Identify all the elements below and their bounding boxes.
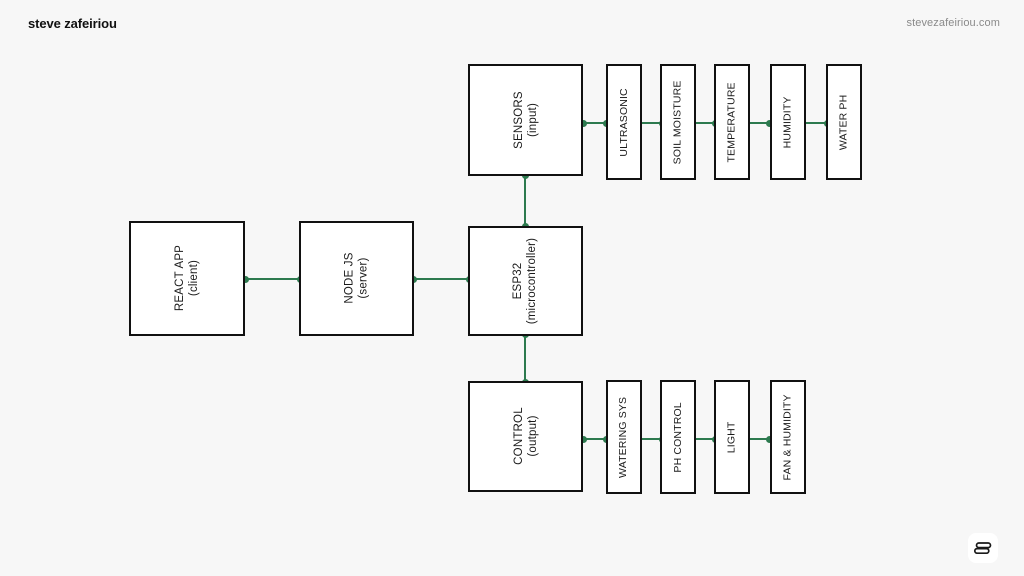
connector-dot (580, 435, 587, 443)
connector-dot (580, 119, 587, 127)
node-label: TEMPERATURE (725, 81, 738, 163)
header-bar: steve zafeiriou stevezafeiriou.com (0, 0, 1024, 48)
connector-sensors-chain (641, 122, 663, 124)
node-label: WATER PH (837, 94, 850, 150)
connector-dot (766, 119, 773, 127)
node-label: CONTROL (output) (511, 408, 539, 466)
node-title: SENSORS (512, 91, 525, 149)
node-label: NODE JS (server) (342, 253, 370, 304)
node-esp32[interactable]: ESP32 (microcontroller) (468, 226, 583, 336)
node-control[interactable]: CONTROL (output) (468, 381, 583, 492)
node-subtitle: (output) (526, 415, 539, 458)
node-sensors[interactable]: SENSORS (input) (468, 64, 583, 176)
node-sensor-water-ph[interactable]: WATER PH (826, 64, 862, 180)
connector-esp32-to-sensors (524, 175, 526, 228)
node-subtitle: (microcontroller) (526, 237, 539, 325)
stacked-bars-logo-icon (973, 542, 992, 555)
node-control-fan-humidity[interactable]: FAN & HUMIDITY (770, 380, 806, 494)
connector-esp32-to-control (524, 334, 526, 384)
node-sensor-humidity[interactable]: HUMIDITY (770, 64, 806, 180)
node-label: ULTRASONIC (617, 87, 630, 157)
node-title: NODE JS (343, 252, 356, 305)
node-label: WATERING SYS (617, 396, 630, 478)
node-react-app[interactable]: REACT APP (client) (129, 221, 245, 336)
connector-control-chain (694, 438, 716, 440)
connector-control-chain (748, 438, 771, 440)
node-subtitle: (input) (526, 103, 539, 138)
node-label: FAN & HUMIDITY (781, 393, 794, 481)
node-title: CONTROL (512, 407, 525, 466)
connector-sensors-chain (806, 122, 828, 124)
connector-node-to-esp32 (413, 278, 470, 280)
connector-sensors-chain (694, 122, 716, 124)
node-label: LIGHT (725, 421, 738, 453)
node-control-watering-sys[interactable]: WATERING SYS (606, 380, 642, 494)
brand-name: steve zafeiriou (28, 16, 117, 31)
node-control-light[interactable]: LIGHT (714, 380, 750, 494)
node-sensor-soil-moisture[interactable]: SOIL MOISTURE (660, 64, 696, 180)
node-title: ESP32 (512, 262, 525, 300)
connector-control-chain (641, 438, 663, 440)
node-sensor-temperature[interactable]: TEMPERATURE (714, 64, 750, 180)
node-title: REACT APP (173, 245, 186, 312)
node-label: SOIL MOISTURE (671, 80, 684, 164)
connector-dot (242, 275, 249, 283)
node-subtitle: (client) (187, 260, 200, 297)
node-sensor-ultrasonic[interactable]: ULTRASONIC (606, 64, 642, 180)
footer-logo[interactable] (968, 533, 998, 563)
node-label: PH CONTROL (671, 401, 684, 473)
connector-sensors-chain (748, 122, 771, 124)
node-subtitle: (server) (357, 257, 370, 300)
node-label: SENSORS (input) (511, 91, 539, 149)
connector-sensors-chain (583, 122, 607, 124)
connector-react-to-node (245, 278, 301, 280)
node-control-ph-control[interactable]: PH CONTROL (660, 380, 696, 494)
node-node-js[interactable]: NODE JS (server) (299, 221, 414, 336)
connector-control-chain (583, 438, 607, 440)
node-label: HUMIDITY (781, 96, 794, 148)
connector-dot (766, 435, 773, 443)
node-label: REACT APP (client) (173, 245, 201, 311)
node-label: ESP32 (microcontroller) (511, 238, 539, 324)
site-url: stevezafeiriou.com (906, 17, 1000, 29)
